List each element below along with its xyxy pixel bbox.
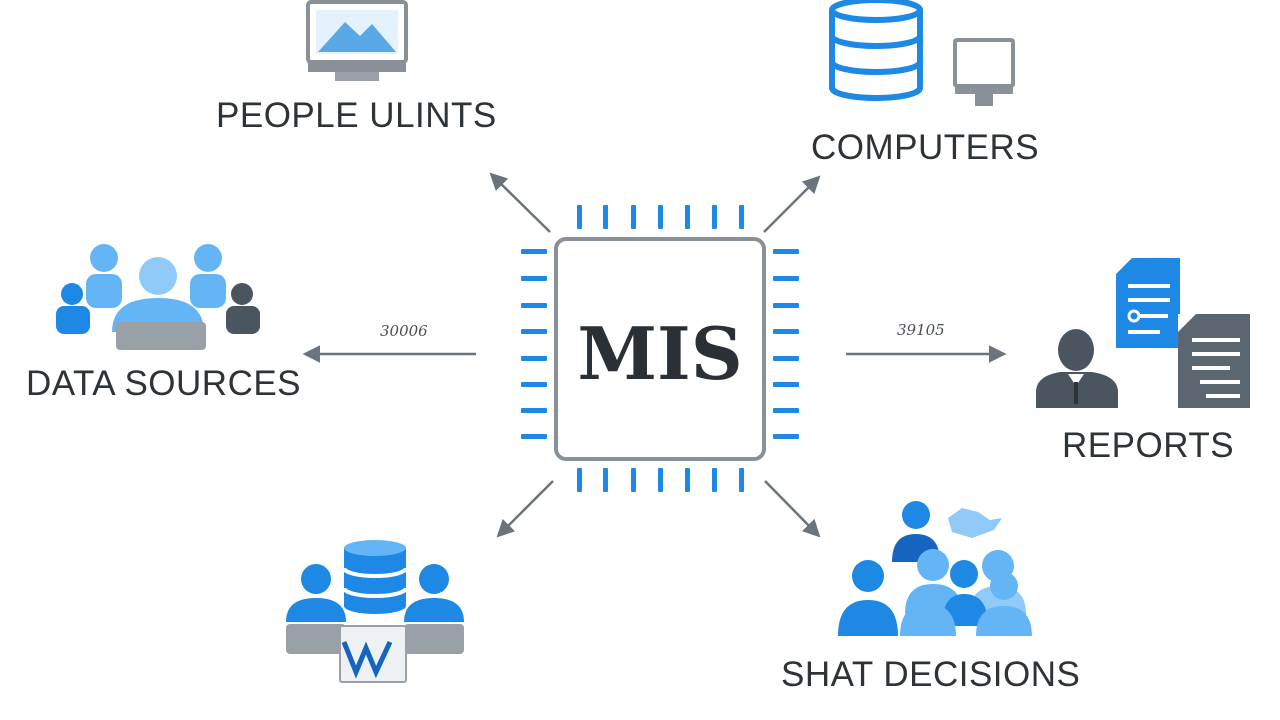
- database-icon: [829, 0, 923, 101]
- chip-pins-right: [773, 249, 799, 439]
- chip-pins-left: [521, 249, 547, 439]
- arrow-to-people-units: [489, 172, 551, 233]
- data-sources-label: DATA SOURCES: [26, 364, 302, 403]
- reports-label: REPORTS: [1062, 426, 1235, 465]
- monitor-icon: [306, 0, 408, 81]
- mis-chip: [521, 205, 799, 492]
- users-database-icon: [286, 540, 464, 683]
- computers-label: COMPUTERS: [811, 128, 1040, 167]
- arrow-to-decisions: [764, 480, 821, 538]
- chip-pins-bottom: [577, 468, 744, 492]
- chip-body: [554, 237, 766, 461]
- group-icon: [56, 244, 260, 350]
- computer-monitor-icon: [953, 38, 1015, 106]
- arrows: [302, 172, 1007, 538]
- businessman-icon: [1036, 329, 1118, 408]
- arrow-label-left: 30006: [380, 322, 428, 340]
- people-units-label: PEOPLE ULINTS: [216, 96, 497, 135]
- chip-pins-top: [577, 205, 744, 229]
- report-documents-icon: [1116, 258, 1250, 408]
- arrow-label-right: 39105: [897, 321, 945, 339]
- team-icon: [838, 501, 1032, 636]
- mis-title: MIS: [577, 311, 743, 396]
- arrow-to-bottom-left: [496, 480, 554, 538]
- arrow-to-computers: [763, 175, 821, 233]
- decisions-label: SHAT DECISIONS: [781, 655, 1081, 694]
